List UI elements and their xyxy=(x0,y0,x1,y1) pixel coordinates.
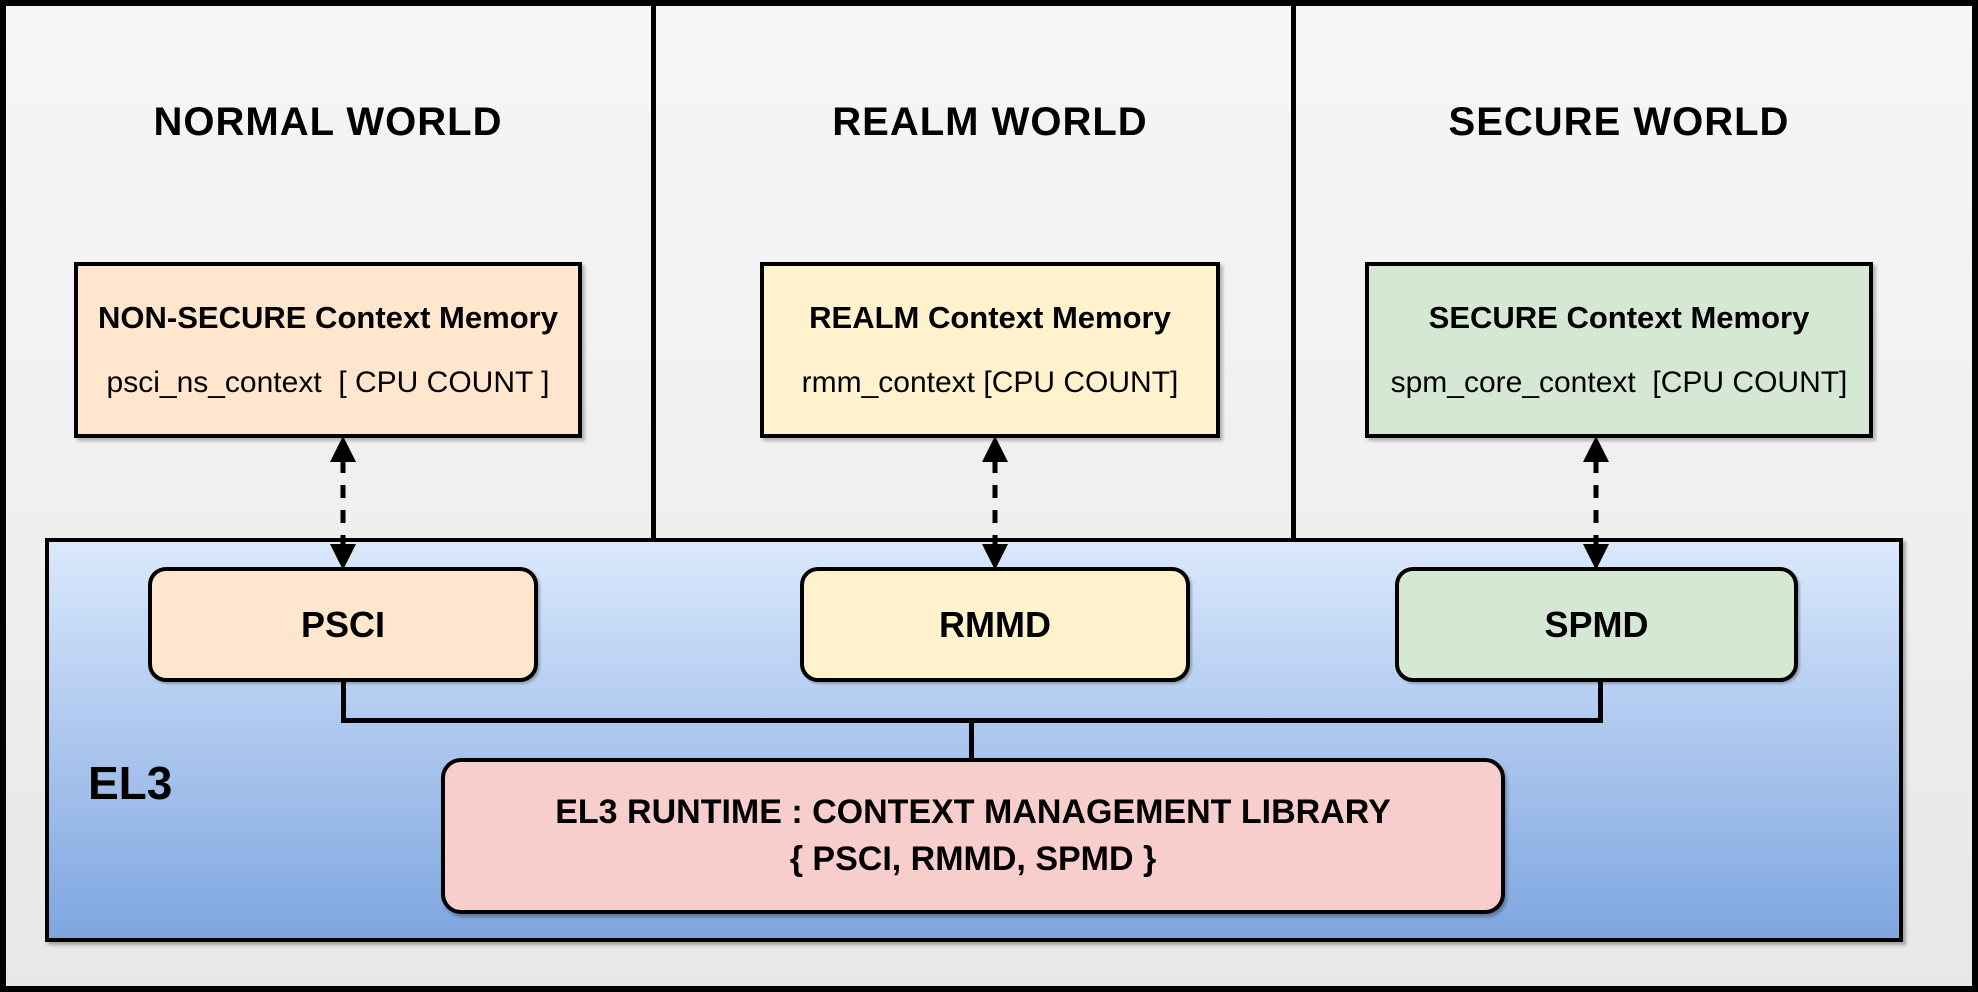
arrow-up-icon xyxy=(1583,436,1609,462)
world-divider-normal-realm xyxy=(651,0,656,540)
arrow-down-icon xyxy=(982,544,1008,570)
memory-box-subtitle: psci_ns_context [ CPU COUNT ] xyxy=(106,366,550,399)
el3-label: EL3 xyxy=(88,757,173,809)
memory-box-title: REALM Context Memory xyxy=(809,300,1171,335)
runtime-title: EL3 RUNTIME : CONTEXT MANAGEMENT LIBRARY xyxy=(555,793,1391,831)
connector-spmd-stub xyxy=(1598,678,1603,723)
dashed-connector-line xyxy=(1593,460,1599,546)
memory-box-non-secure: NON-SECURE Context Memory psci_ns_contex… xyxy=(74,262,582,438)
arrow-down-icon xyxy=(1583,544,1609,570)
memory-box-secure: SECURE Context Memory spm_core_context [… xyxy=(1365,262,1873,438)
world-title-secure: SECURE WORLD xyxy=(1448,100,1790,144)
memory-box-realm: REALM Context Memory rmm_context [CPU CO… xyxy=(760,262,1220,438)
connector-psci-stub xyxy=(341,678,346,723)
arrow-up-icon xyxy=(982,436,1008,462)
context-sync-arrow-rmmd xyxy=(981,436,1009,570)
component-box-psci: PSCI xyxy=(148,567,538,682)
component-box-rmmd: RMMD xyxy=(800,567,1190,682)
dashed-connector-line xyxy=(992,460,998,546)
world-divider-realm-secure xyxy=(1291,0,1296,540)
world-title-normal: NORMAL WORLD xyxy=(153,100,503,144)
memory-box-title: NON-SECURE Context Memory xyxy=(98,300,558,335)
memory-box-subtitle: rmm_context [CPU COUNT] xyxy=(801,366,1179,399)
runtime-subtitle: { PSCI, RMMD, SPMD } xyxy=(789,840,1157,878)
component-box-spmd: SPMD xyxy=(1395,567,1798,682)
arrow-up-icon xyxy=(330,436,356,462)
context-sync-arrow-spmd xyxy=(1582,436,1610,570)
world-title-realm: REALM WORLD xyxy=(832,100,1148,144)
memory-box-subtitle: spm_core_context [CPU COUNT] xyxy=(1390,366,1848,399)
connector-runtime-drop xyxy=(969,718,974,762)
runtime-box: EL3 RUNTIME : CONTEXT MANAGEMENT LIBRARY… xyxy=(441,758,1505,914)
dashed-connector-line xyxy=(340,460,346,546)
memory-box-title: SECURE Context Memory xyxy=(1428,300,1810,335)
context-sync-arrow-psci xyxy=(329,436,357,570)
arrow-down-icon xyxy=(330,544,356,570)
